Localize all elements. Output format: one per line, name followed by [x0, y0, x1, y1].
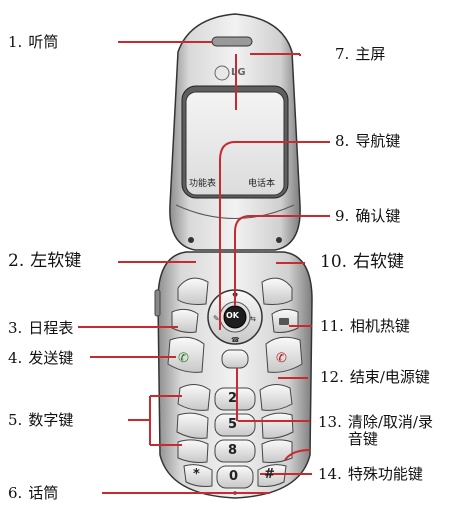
- svg-text:⇆: ⇆: [250, 315, 256, 323]
- keypad-left: [176, 384, 213, 487]
- clear-key: [221, 349, 249, 369]
- right-soft-label: 电话本: [248, 179, 276, 189]
- earpiece: [211, 36, 253, 47]
- lg-logo-icon: [214, 65, 230, 81]
- ok-key-label: OK: [226, 311, 239, 320]
- svg-text:✎: ✎: [213, 314, 220, 323]
- key-hash: #: [264, 467, 275, 482]
- key-8: 8: [228, 443, 238, 458]
- label-send-key: 4.发送键: [8, 349, 74, 367]
- right-soft-key: [261, 277, 293, 305]
- left-soft-key: [177, 277, 209, 305]
- key-0: 0: [229, 469, 239, 484]
- send-key: [167, 336, 205, 373]
- key-star: *: [193, 467, 200, 482]
- left-soft-label: 功能表: [189, 179, 217, 189]
- label-navigation-key: 8.导航键: [335, 132, 401, 150]
- label-special-function-key: 14.特殊功能键: [318, 465, 423, 483]
- svg-text:✆: ✆: [178, 351, 189, 366]
- label-left-soft-key: 2.左软键: [8, 251, 82, 271]
- key-2: 2: [228, 391, 238, 406]
- keypad-center: [214, 387, 256, 489]
- svg-text:✆: ✆: [276, 351, 287, 366]
- label-camera-hotkey: 11.相机热键: [320, 317, 410, 335]
- calendar-key: [171, 308, 199, 333]
- label-right-soft-key: 10.右软键: [320, 252, 405, 272]
- brand-logo: LG: [231, 67, 246, 78]
- svg-text:☎: ☎: [231, 336, 240, 344]
- label-earpiece: 1.听筒: [8, 33, 59, 51]
- label-end-power-key: 12.结束/电源键: [320, 368, 430, 386]
- label-main-screen: 7.主屏: [335, 45, 386, 63]
- leader-lines: [78, 41, 330, 494]
- label-microphone: 6.话筒: [8, 484, 59, 502]
- label-clear-key: 13.清除/取消/录音键: [318, 413, 433, 448]
- keypad-right: [257, 384, 294, 487]
- label-number-keys: 5.数字键: [8, 411, 74, 429]
- key-5: 5: [228, 417, 238, 432]
- label-calendar: 3.日程表: [8, 319, 74, 337]
- label-confirm-key: 9.确认键: [335, 207, 401, 225]
- end-key: [265, 336, 303, 373]
